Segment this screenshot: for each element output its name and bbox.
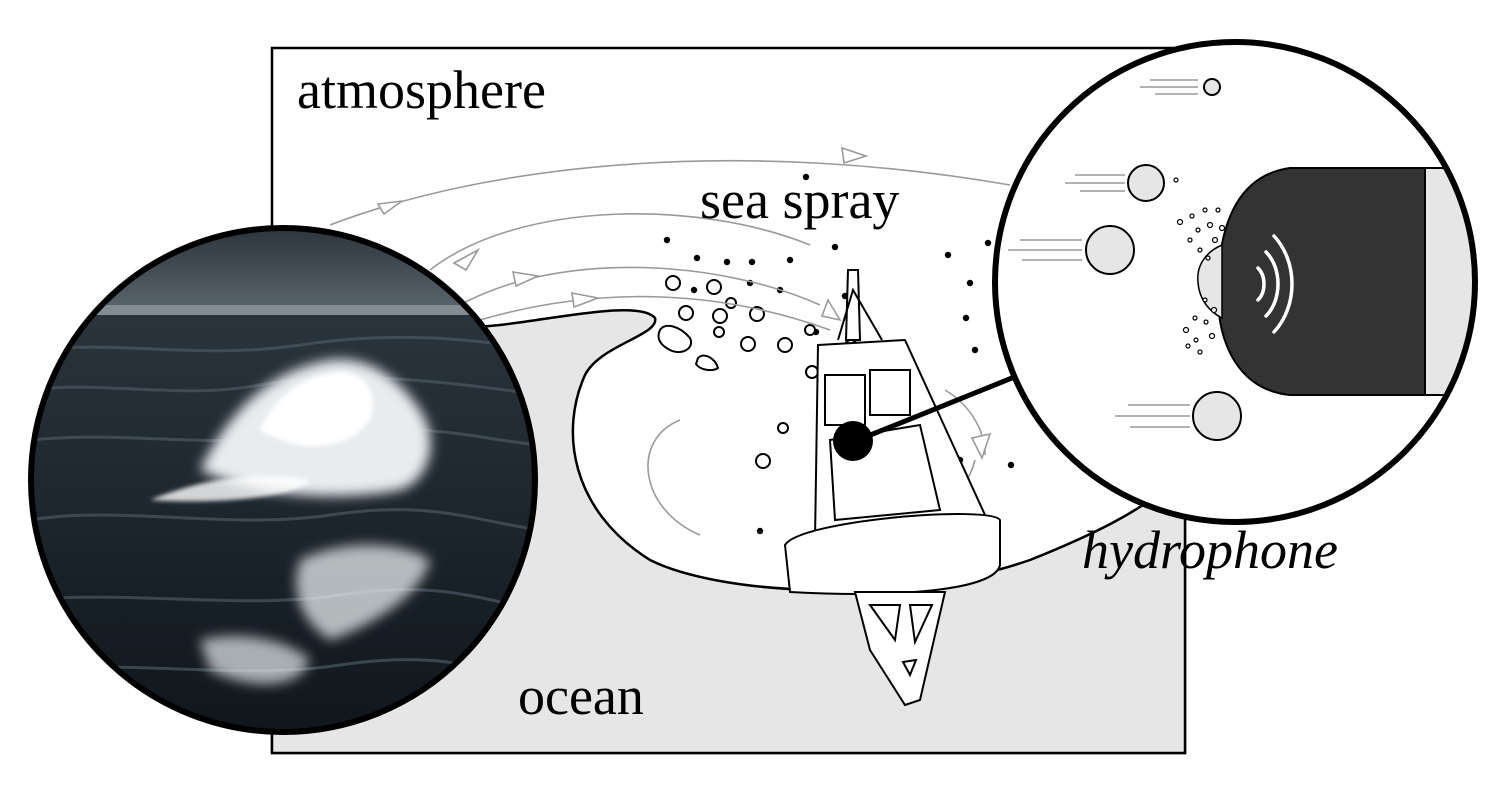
hydrophone-zoom (992, 39, 1478, 525)
microbubble (1187, 237, 1193, 243)
arrowhead (376, 200, 403, 216)
microbubble (1182, 326, 1190, 334)
arrowhead (970, 432, 992, 461)
photo-frame (28, 225, 538, 735)
spray-bubble (712, 308, 728, 324)
microbubble (1202, 297, 1208, 303)
microbubble (1206, 221, 1214, 229)
spray-bubble (740, 336, 756, 352)
spray-bubble (777, 422, 789, 434)
sea-spray-label: sea spray (700, 170, 899, 230)
spray-bubble (706, 279, 722, 295)
spray-droplet (1007, 461, 1015, 469)
keel-cutout (908, 604, 934, 646)
circulation-arc (647, 419, 701, 536)
spray-droplets (663, 173, 1015, 535)
microbubble (1211, 236, 1219, 244)
spray-droplet (831, 243, 839, 251)
spray-bubble (804, 324, 816, 336)
spray-bubble (713, 326, 725, 338)
hydrophone-position-marker (833, 421, 873, 461)
arrowhead (511, 271, 541, 288)
motion-lines (1008, 79, 1198, 428)
microbubble (1210, 306, 1218, 314)
microbubble (1197, 247, 1203, 253)
spray-chunk (657, 324, 693, 354)
microbubble (1173, 177, 1179, 183)
spray-bubble (665, 275, 681, 291)
microbubble (1205, 255, 1211, 261)
keel-cutout (901, 658, 918, 678)
microbubble (1185, 343, 1191, 349)
microbubble (1195, 227, 1201, 233)
bubble (1085, 225, 1135, 275)
arrowhead (841, 146, 869, 165)
sound-waves-icon (1256, 234, 1294, 334)
microbubble (1193, 337, 1199, 343)
bubble (1203, 78, 1221, 96)
spray-droplet (723, 258, 731, 266)
hydrophone-label: hydrophone (1082, 520, 1338, 580)
microbubble (1192, 315, 1198, 321)
microbubble (1189, 213, 1195, 219)
microbubble (1197, 349, 1203, 355)
spray-bubble (749, 306, 765, 322)
hydrophone-connector (857, 375, 1013, 443)
bubble (1192, 391, 1242, 441)
spray-droplet (663, 236, 671, 244)
spray-droplet (693, 254, 701, 262)
arrowhead (452, 247, 481, 272)
ocean-label: ocean (518, 666, 644, 726)
spray-droplet (690, 286, 698, 294)
airflow-line (429, 213, 811, 271)
arrowhead (820, 298, 842, 322)
spray-droplet (966, 279, 974, 287)
airflow-line (459, 266, 821, 306)
stormy-sea-photo (28, 225, 538, 735)
spray-bubble (805, 365, 819, 379)
airflow-line (479, 295, 831, 331)
microbubble (1218, 224, 1226, 232)
spray-droplet (962, 314, 970, 322)
buoy-mast-brace (837, 287, 883, 341)
microbubbles (1173, 177, 1226, 355)
spray-chunk (694, 354, 720, 372)
spray-droplet (971, 346, 979, 354)
spray-droplet (802, 173, 810, 181)
spray-droplet (786, 256, 794, 264)
spray-droplet (748, 258, 756, 266)
microbubble (1176, 218, 1184, 226)
airflow-lines (329, 146, 1011, 331)
buoy-panel (824, 374, 866, 426)
microbubble (1202, 207, 1208, 213)
spray-bubble (755, 453, 771, 469)
spray-droplet (984, 239, 992, 247)
microbubble (1208, 332, 1216, 340)
spray-bubble (777, 337, 793, 353)
microbubble (1215, 207, 1221, 213)
spray-droplet (756, 527, 764, 535)
airflow-line (329, 159, 1011, 226)
bubble (1127, 164, 1165, 202)
spray-droplet (944, 251, 952, 259)
zoom-frame (992, 39, 1478, 525)
buoy-panel (869, 369, 911, 416)
microbubble (1203, 319, 1209, 325)
rising-bubbles (1085, 78, 1242, 441)
spray-bubble (678, 305, 694, 321)
keel-cutout (868, 604, 902, 643)
arrowhead (571, 292, 601, 309)
buoy-mast (844, 269, 862, 341)
atmosphere-label: atmosphere (297, 60, 546, 120)
